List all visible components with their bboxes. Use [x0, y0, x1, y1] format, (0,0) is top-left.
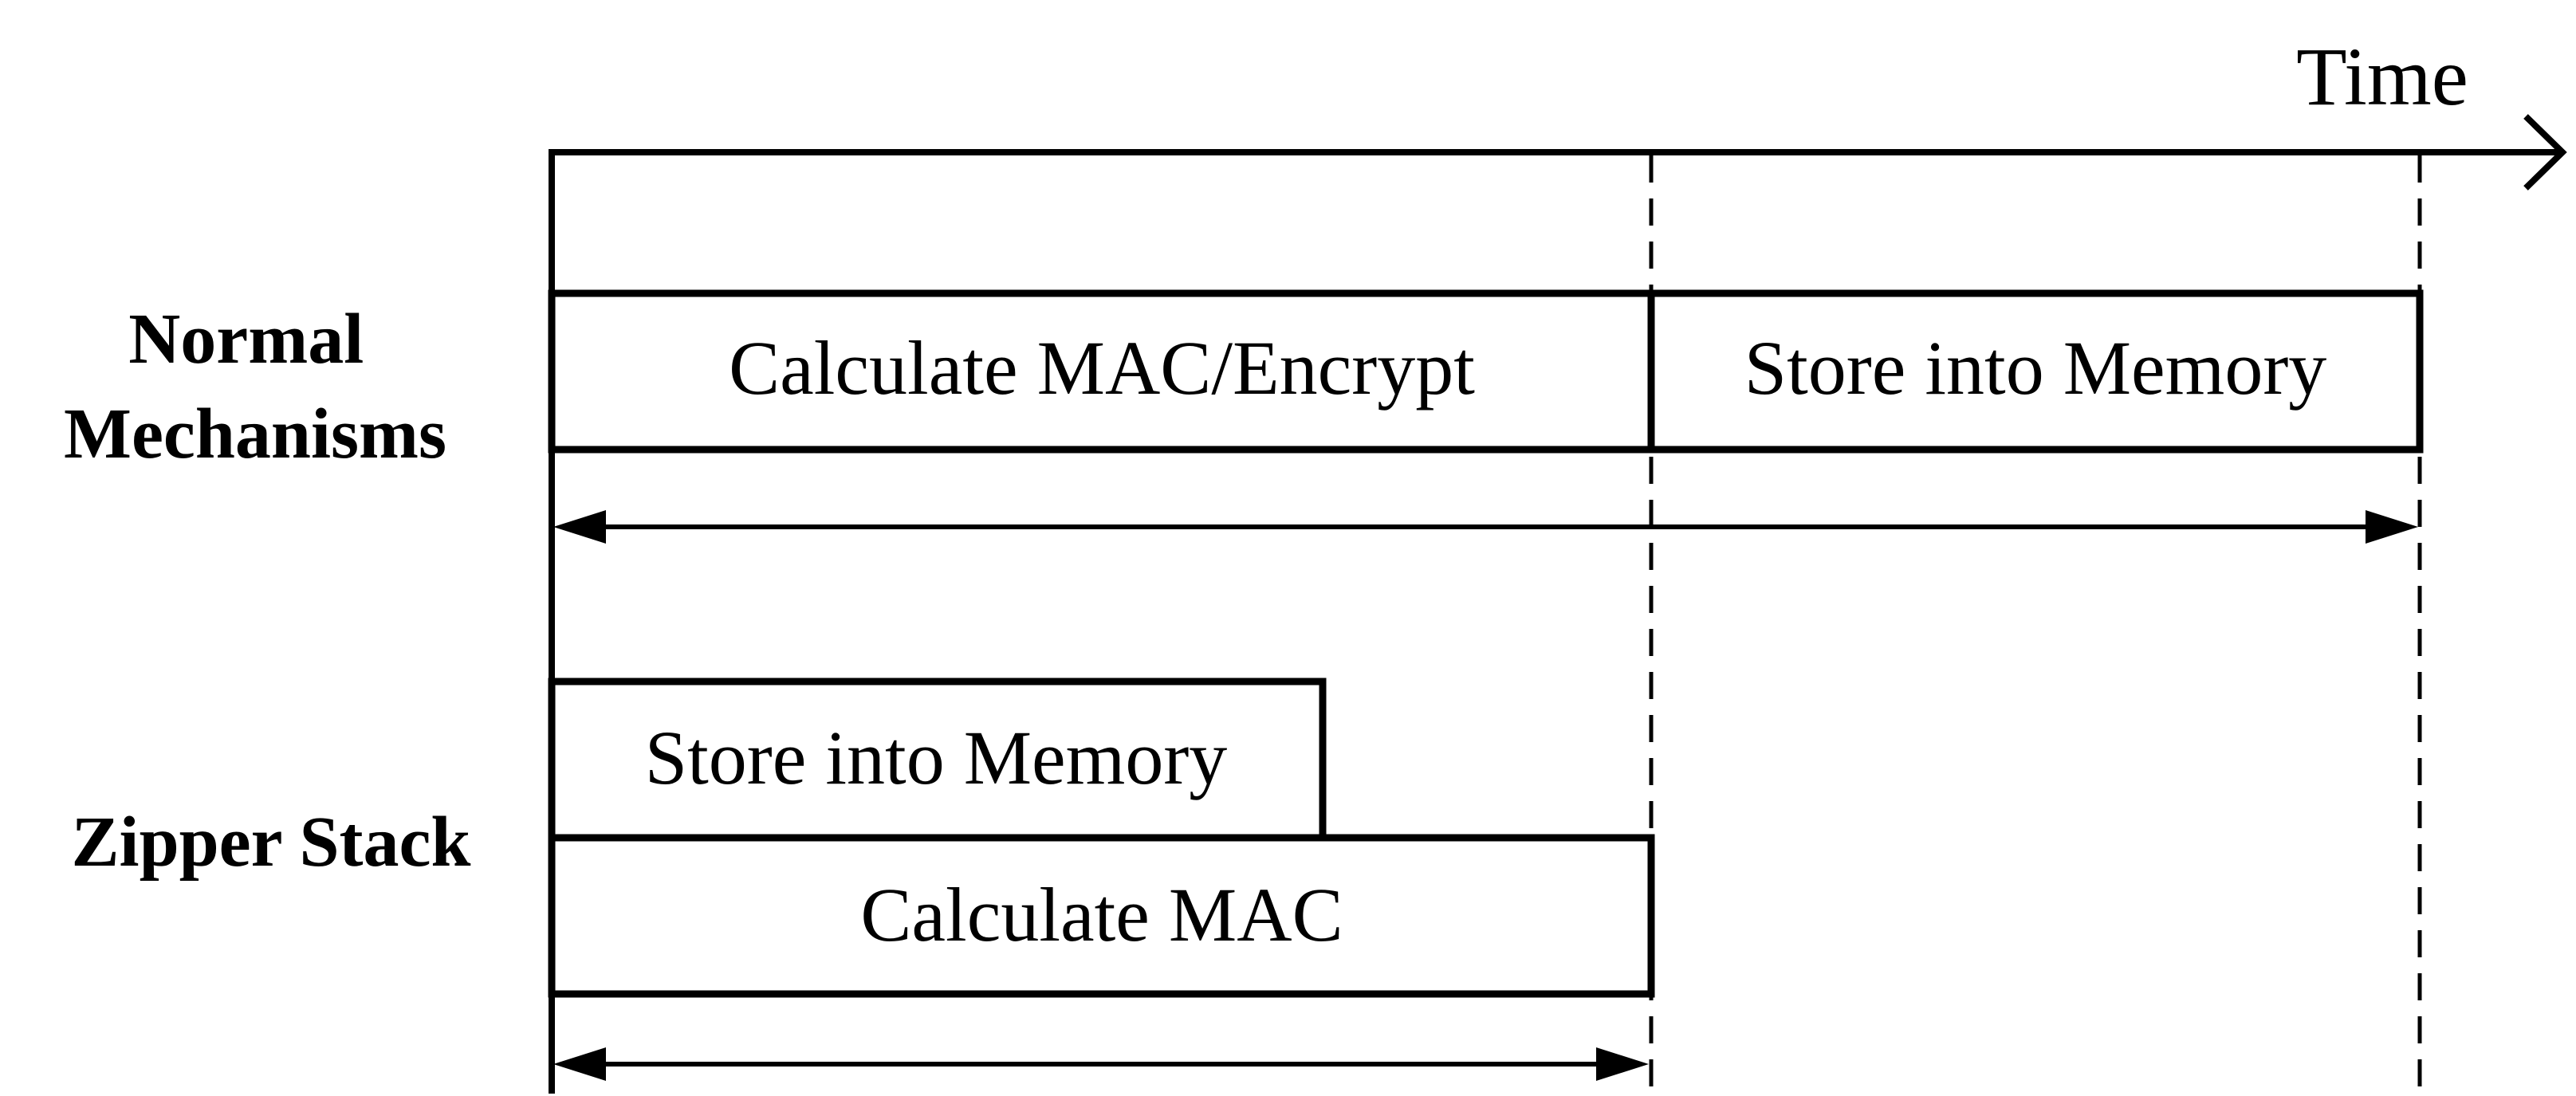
duration-arrow-normal: [553, 510, 2418, 544]
duration-arrow-normal-left-head: [553, 510, 606, 544]
duration-arrow-zipper-right-head: [1596, 1047, 1649, 1081]
duration-arrow-normal-right-head: [2366, 510, 2418, 544]
row-zipper-stack: Zipper Stack Store into Memory Calculate…: [72, 678, 1655, 1081]
box-calculate-mac-zipper: [548, 834, 1655, 998]
duration-arrow-zipper: [553, 1047, 1649, 1081]
row-label-normal-line2: Mechanisms: [64, 395, 446, 473]
box-calculate-mac-zipper-label: Calculate MAC: [860, 872, 1343, 957]
box-calculate-mac-encrypt-label: Calculate MAC/Encrypt: [729, 325, 1475, 411]
time-axis-arrowhead: [2523, 114, 2567, 191]
box-store-into-memory-normal-label: Store into Memory: [1744, 325, 2327, 411]
row-normal-mechanisms: Normal Mechanisms Calculate MAC/Encrypt …: [64, 289, 2424, 544]
box-store-into-memory-zipper-label: Store into Memory: [645, 715, 1228, 800]
box-store-into-memory-zipper: [548, 678, 1327, 842]
time-axis-label: Time: [2296, 31, 2468, 123]
duration-arrow-zipper-left-head: [553, 1047, 606, 1081]
row-label-normal: Normal Mechanisms: [64, 300, 446, 473]
box-store-into-memory-normal: [1647, 289, 2424, 454]
row-label-zipper-stack: Zipper Stack: [72, 803, 471, 882]
row-label-normal-line1: Normal: [128, 300, 364, 379]
